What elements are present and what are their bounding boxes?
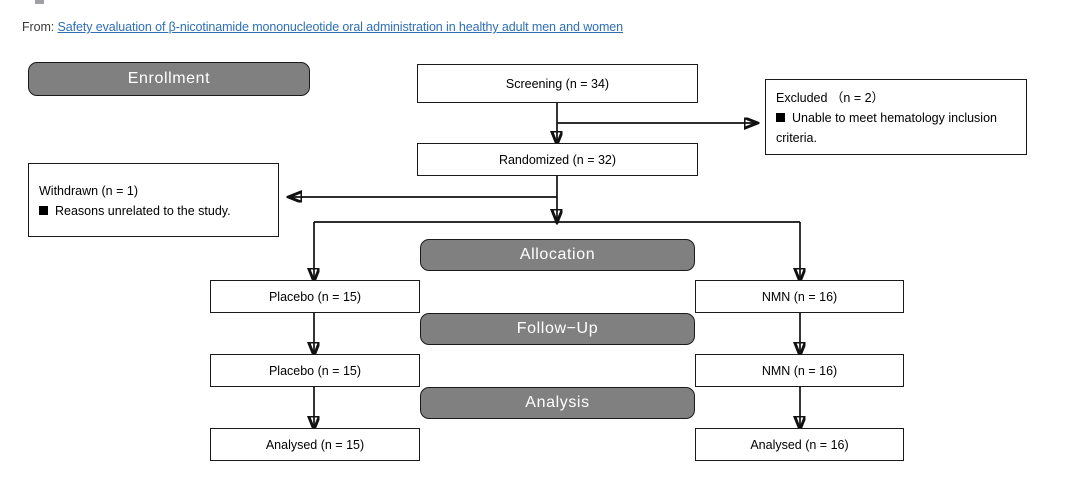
stage-banner-allocation: Allocation <box>420 239 695 271</box>
stage-banner-analysis: Analysis <box>420 387 695 419</box>
node-followup-placebo: Placebo (n = 15) <box>210 354 420 387</box>
square-bullet-icon <box>39 206 48 215</box>
node-analysed-nmn-label: Analysed (n = 16) <box>750 437 849 452</box>
node-analysed-placebo-label: Analysed (n = 15) <box>265 437 365 452</box>
source-label: From: <box>22 20 55 34</box>
stage-banner-followup: Follow−Up <box>420 313 695 345</box>
node-analysed-nmn: Analysed (n = 16) <box>695 428 904 461</box>
note-withdrawn-body: Reasons unrelated to the study. <box>55 204 231 218</box>
node-allocation-placebo-label: Placebo (n = 15) <box>268 289 362 304</box>
note-excluded: Excluded （n = 2） Unable to meet hematolo… <box>765 79 1027 155</box>
stage-banner-allocation-label: Allocation <box>519 246 596 263</box>
note-excluded-title: Excluded （n = 2） <box>776 90 885 105</box>
node-analysed-placebo: Analysed (n = 15) <box>210 428 420 461</box>
node-screening-label: Screening (n = 34) <box>505 76 610 91</box>
node-randomized-label: Randomized (n = 32) <box>498 152 617 167</box>
node-screening: Screening (n = 34) <box>417 64 698 103</box>
note-withdrawn-body-row: Reasons unrelated to the study. <box>39 201 269 221</box>
node-allocation-nmn: NMN (n = 16) <box>695 280 904 313</box>
note-withdrawn: Withdrawn (n = 1) Reasons unrelated to t… <box>28 163 279 237</box>
square-bullet-icon <box>776 112 785 122</box>
note-excluded-body: Unable to meet hematology inclusion crit… <box>776 110 997 146</box>
node-followup-placebo-label: Placebo (n = 15) <box>268 363 362 378</box>
node-allocation-placebo: Placebo (n = 15) <box>210 280 420 313</box>
note-excluded-body-row: Unable to meet hematology inclusion crit… <box>776 108 1017 149</box>
node-followup-nmn-label: NMN (n = 16) <box>761 363 838 378</box>
note-withdrawn-title: Withdrawn (n = 1) <box>39 183 138 198</box>
stage-banner-analysis-label: Analysis <box>525 394 590 411</box>
node-randomized: Randomized (n = 32) <box>417 143 698 176</box>
source-attribution: From: Safety evaluation of β-nicotinamid… <box>22 20 623 34</box>
source-article-link[interactable]: Safety evaluation of β-nicotinamide mono… <box>57 20 624 34</box>
stage-banner-followup-label: Follow−Up <box>516 320 599 337</box>
node-allocation-nmn-label: NMN (n = 16) <box>761 289 838 304</box>
node-followup-nmn: NMN (n = 16) <box>695 354 904 387</box>
stage-banner-enrollment: Enrollment <box>28 62 310 96</box>
cropped-artifact <box>35 0 44 4</box>
stage-banner-enrollment-label: Enrollment <box>127 70 211 87</box>
